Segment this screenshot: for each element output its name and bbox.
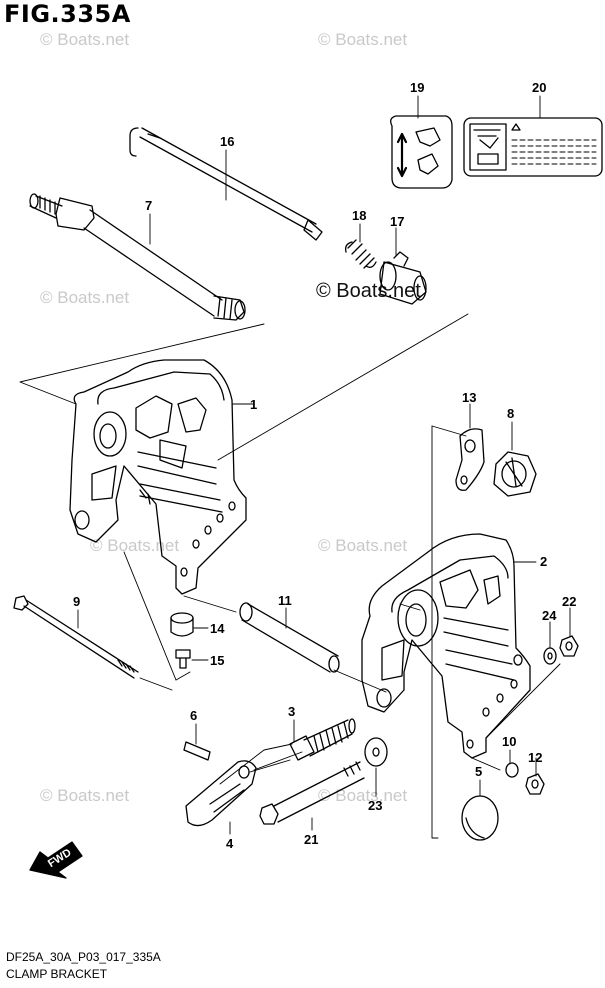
part-13-plate	[455, 428, 485, 491]
part-6-pin	[183, 741, 211, 761]
part-9-bolt	[13, 595, 139, 679]
part-22-nut	[559, 635, 579, 657]
callout-4: 4	[226, 836, 234, 851]
part-2-clamp-bracket	[361, 533, 531, 759]
figure-title: FIG.335A	[4, 0, 131, 28]
callout-2: 2	[540, 554, 547, 569]
drawing-name: CLAMP BRACKET	[6, 967, 108, 981]
part-18-spring	[344, 239, 377, 269]
part-20-label	[463, 117, 603, 177]
callouts: 16 7 18 17 19 20 1 13 8 2 9 11 14 15 6 3…	[73, 80, 576, 851]
callout-14: 14	[210, 621, 225, 636]
part-24-washer	[543, 647, 557, 665]
callout-5: 5	[475, 764, 482, 779]
part-7-tube	[29, 193, 246, 321]
watermark: © Boats.net	[318, 536, 408, 555]
watermark: © Boats.net	[40, 30, 130, 49]
callout-22: 22	[562, 594, 576, 609]
part-11-rod	[239, 602, 340, 673]
part-5-cap	[461, 795, 499, 841]
callout-9: 9	[73, 594, 80, 609]
callout-15: 15	[210, 653, 224, 668]
callout-21: 21	[304, 832, 318, 847]
callout-24: 24	[542, 608, 557, 623]
callout-1: 1	[250, 397, 257, 412]
callout-16: 16	[220, 134, 234, 149]
callout-6: 6	[190, 708, 197, 723]
watermark: © Boats.net	[318, 30, 408, 49]
part-4-arm	[185, 760, 257, 827]
part-8-nut	[493, 451, 537, 497]
callout-13: 13	[462, 390, 476, 405]
part-21-bolt	[259, 761, 365, 825]
part-3-adjuster	[289, 718, 356, 761]
callout-19: 19	[410, 80, 424, 95]
callout-12: 12	[528, 750, 542, 765]
part-1-clamp-bracket	[69, 359, 247, 595]
callout-3: 3	[288, 704, 295, 719]
callout-20: 20	[532, 80, 546, 95]
callout-10: 10	[502, 734, 516, 749]
part-15-bolt	[175, 649, 191, 669]
part-23-washer	[364, 737, 388, 767]
callout-8: 8	[507, 406, 514, 421]
part-12-nut	[525, 773, 545, 795]
callout-7: 7	[145, 198, 152, 213]
part-19-decal	[390, 115, 453, 189]
callout-11: 11	[278, 593, 292, 608]
watermark: © Boats.net	[40, 786, 130, 805]
part-10-washer	[505, 762, 519, 778]
callout-17: 17	[390, 214, 404, 229]
callout-23: 23	[368, 798, 382, 813]
callout-18: 18	[352, 208, 366, 223]
part-14-collar	[170, 612, 194, 637]
drawing-code: DF25A_30A_P03_017_335A	[6, 950, 161, 964]
leader-lines	[77, 95, 571, 835]
watermark: © Boats.net	[40, 288, 130, 307]
assembly-lines	[19, 313, 561, 839]
fwd-arrow	[29, 841, 83, 879]
part-17-pin	[379, 251, 427, 305]
watermark: © Boats.net	[90, 536, 180, 555]
